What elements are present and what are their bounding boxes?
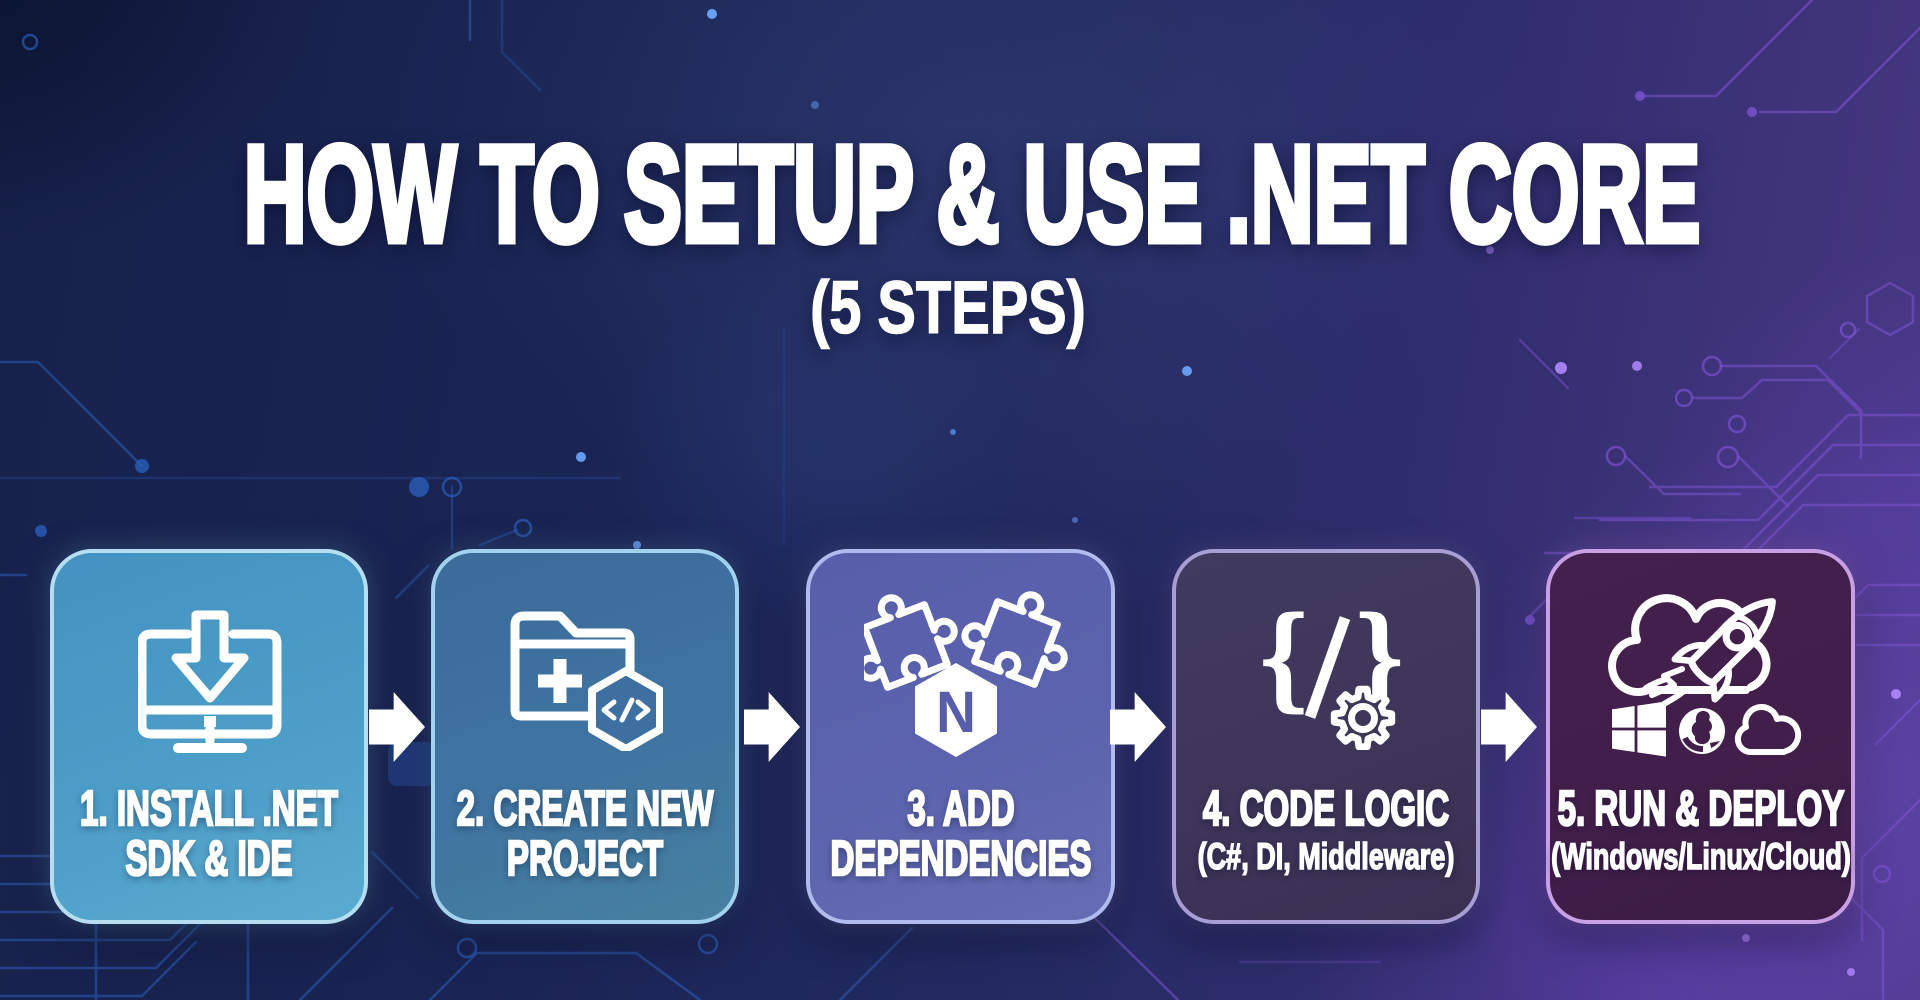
windows-logo-icon	[1612, 701, 1666, 757]
cloud-rocket-deploy-icon	[1608, 594, 1802, 757]
monitor-download-icon	[138, 610, 282, 753]
step-label: 4. CODE LOGIC (C#, DI, Middleware)	[1016, 782, 1636, 879]
small-cloud-icon	[1734, 704, 1802, 756]
step-label-line2: (C#, DI, Middleware)	[1197, 835, 1455, 878]
step-card-1-install-sdk: 1. INSTALL .NET SDK & IDE	[50, 549, 368, 924]
step-card-5-run-deploy: 5. RUN & DEPLOY (Windows/Linux/Cloud)	[1546, 549, 1855, 924]
step-label-line2: (Windows/Linux/Cloud)	[1550, 835, 1851, 878]
page-title: HOW TO SETUP & USE .NET CORE	[242, 118, 1703, 271]
step-label-line2: DEPENDENCIES	[829, 832, 1092, 886]
step-label: 1. INSTALL .NET SDK & IDE	[0, 782, 519, 886]
nuget-packages-icon: N	[864, 591, 1068, 757]
step-label-line1: 4. CODE LOGIC	[1202, 782, 1450, 836]
step-label-line1: 3. ADD	[906, 782, 1015, 836]
new-project-folder-icon	[510, 611, 663, 751]
step-label-line1: 1. INSTALL .NET	[79, 782, 339, 836]
left-brace-glyph: {	[1256, 610, 1311, 723]
step-label: 2. CREATE NEW PROJECT	[275, 782, 895, 886]
rocket-icon	[1671, 598, 1776, 703]
step-label: 3. ADD DEPENDENCIES	[651, 782, 1271, 886]
page-subtitle: (5 STEPS)	[809, 266, 1086, 349]
step-card-3-add-dependencies: N 3. ADD DEPENDENCIES	[806, 549, 1115, 924]
step-label: 5. RUN & DEPLOY (Windows/Linux/Cloud)	[1391, 782, 1920, 879]
nuget-n-letter: N	[936, 680, 976, 745]
code-gear-icon: { }	[1256, 610, 1402, 750]
step-label-line1: 2. CREATE NEW	[456, 782, 714, 836]
rocket-exhaust-icon	[1643, 666, 1689, 707]
step-label-line2: SDK & IDE	[125, 832, 294, 886]
step-card-2-create-project: 2. CREATE NEW PROJECT	[431, 549, 739, 924]
step-label-line2: PROJECT	[506, 832, 664, 886]
globe-linux-icon	[1679, 708, 1725, 754]
step-label-line1: 5. RUN & DEPLOY	[1556, 782, 1844, 836]
step-card-4-code-logic: { } 4. CODE LOGIC (C#, DI, Middleware)	[1172, 549, 1480, 924]
